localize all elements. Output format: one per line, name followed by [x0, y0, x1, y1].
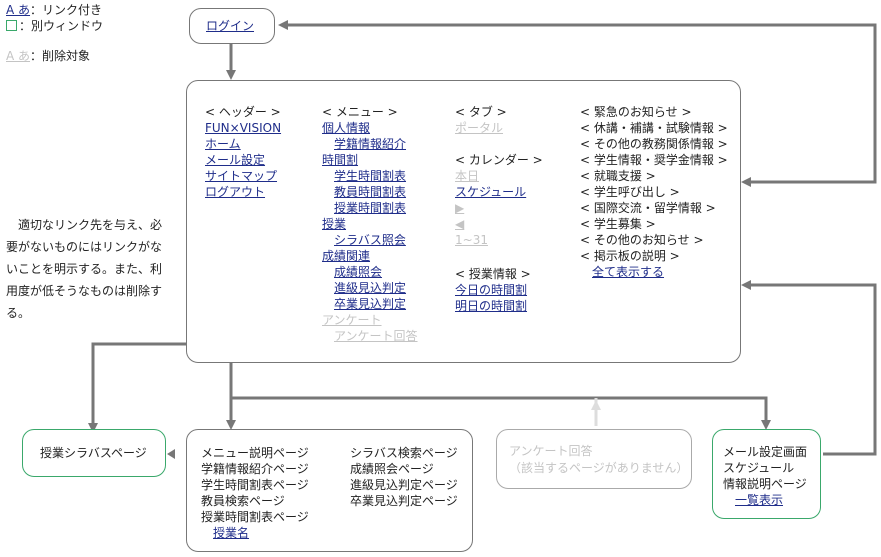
- header-link-3[interactable]: サイトマップ: [205, 169, 278, 183]
- mail-item-0: メール設定画面: [723, 445, 808, 459]
- arrowhead-news-top: [741, 177, 751, 187]
- calendar-items: 本日スケジュール ▶ ◀ 1~31: [455, 168, 543, 248]
- menu-item-7[interactable]: シラバス照会: [334, 233, 406, 247]
- legend-delete-desc: ：削除対象: [30, 49, 91, 63]
- calendar-item-0[interactable]: 本日: [455, 169, 480, 183]
- connector-main-bottom: [229, 362, 768, 426]
- survey-node: アンケート回答 （該当するページがありません）: [496, 429, 692, 489]
- mail-item-1: スケジュール: [723, 461, 795, 475]
- connector-main-syllabus: [91, 342, 190, 429]
- menu-item-9[interactable]: 成績照会: [334, 265, 383, 279]
- list-view-link[interactable]: 一覧表示: [735, 493, 784, 507]
- news-category-4: < 学生呼び出し >: [580, 185, 680, 199]
- login-link[interactable]: ログイン: [206, 19, 255, 33]
- menu-item-5[interactable]: 授業時間割表: [334, 201, 407, 215]
- news-category-0: < 休講・補講・試験情報 >: [580, 121, 728, 135]
- menu-item-10[interactable]: 進級見込判定: [334, 281, 407, 295]
- menu-item-0[interactable]: 個人情報: [322, 121, 371, 135]
- header-section: < ヘッダー > FUN×VISION ホームメール設定サイトマップログアウト: [205, 104, 281, 200]
- mail-list: メール設定画面スケジュール情報説明ページ 一覧表示: [723, 444, 807, 508]
- mail-settings-node: メール設定画面スケジュール情報説明ページ 一覧表示: [712, 429, 821, 519]
- class-info-title: < 授業情報 >: [455, 267, 531, 281]
- arrowhead-syllabus-right: [167, 449, 175, 459]
- login-node[interactable]: ログイン: [189, 8, 275, 44]
- legend-delete: A あ：削除対象: [6, 48, 90, 64]
- survey-title: アンケート回答: [509, 444, 593, 458]
- news-category-8: < 掲示板の説明 >: [580, 249, 680, 263]
- page-right-3: 卒業見込判定ページ: [350, 494, 458, 508]
- pages-right-list: シラバス検索ページ成績照会ページ進級見込判定ページ卒業見込判定ページ: [350, 445, 458, 509]
- legend-link-desc: ：リンク付き: [30, 3, 103, 17]
- arrowhead-survey: [591, 400, 601, 410]
- page-right-2: 進級見込判定ページ: [350, 478, 458, 492]
- class-name-link[interactable]: 授業名: [213, 526, 250, 540]
- header-link-2[interactable]: メール設定: [205, 153, 266, 167]
- page-left-2: 学生時間割表ページ: [201, 478, 309, 492]
- news-items: < 休講・補講・試験情報 > < その他の教務関係情報 > < 学生情報・奨学金情報…: [580, 120, 728, 264]
- tab-title: < タブ >: [455, 105, 507, 119]
- menu-section: < メニュー > 個人情報学籍情報紹介時間割学生時間割表教員時間割表授業時間割表…: [322, 104, 418, 344]
- news-category-6: < 学生募集 >: [580, 217, 656, 231]
- menu-title: < メニュー >: [322, 105, 398, 119]
- menu-item-12[interactable]: アンケート: [322, 313, 382, 327]
- tomorrow-timetable-link[interactable]: 明日の時間割: [455, 299, 528, 313]
- page-left-3: 教員検索ページ: [201, 494, 285, 508]
- page-left-0: メニュー説明ページ: [201, 446, 309, 460]
- tab-section: < タブ > ポータル: [455, 104, 507, 136]
- header-title: < ヘッダー >: [205, 105, 281, 119]
- calendar-section: < カレンダー > 本日スケジュール ▶ ◀ 1~31: [455, 152, 543, 248]
- syllabus-page-node[interactable]: 授業シラバスページ: [22, 429, 166, 477]
- page-right-1: 成績照会ページ: [350, 462, 434, 476]
- calendar-item-3[interactable]: ◀: [455, 217, 465, 231]
- survey-note: （該当するページがありません）: [509, 461, 689, 475]
- arrowhead-login: [278, 20, 288, 30]
- menu-item-3[interactable]: 学生時間割表: [334, 169, 407, 183]
- tab-portal[interactable]: ポータル: [455, 121, 504, 135]
- news-category-1: < その他の教務関係情報 >: [580, 137, 728, 151]
- header-link-0[interactable]: FUN×VISION: [205, 121, 282, 135]
- menu-item-2[interactable]: 時間割: [322, 153, 359, 167]
- pages-node: メニュー説明ページ学籍情報紹介ページ学生時間割表ページ教員検索ページ授業時間割表…: [186, 429, 473, 552]
- show-all-link[interactable]: 全て表示する: [592, 265, 665, 279]
- legend-delete-sample: A あ: [6, 49, 31, 63]
- calendar-item-4[interactable]: 1~31: [455, 233, 488, 247]
- pages-left-list: メニュー説明ページ学籍情報紹介ページ学生時間割表ページ教員検索ページ授業時間割表…: [201, 445, 309, 541]
- menu-item-1[interactable]: 学籍情報紹介: [334, 137, 407, 151]
- calendar-item-1[interactable]: スケジュール: [455, 185, 527, 199]
- page-right-0: シラバス検索ページ: [350, 446, 458, 460]
- menu-item-13[interactable]: アンケート回答: [334, 329, 418, 343]
- arrowhead-news-bottom: [741, 280, 751, 290]
- legend-link: A あ：リンク付き: [6, 2, 102, 18]
- menu-item-4[interactable]: 教員時間割表: [334, 185, 407, 199]
- news-title: < 緊急のお知らせ >: [580, 105, 692, 119]
- explanation-note: 適切なリンク先を与え、必要がないものにはリンクがないことを明示する。また、利用度…: [6, 218, 163, 320]
- menu-item-11[interactable]: 卒業見込判定: [334, 297, 407, 311]
- news-category-3: < 就職支援 >: [580, 169, 656, 183]
- news-category-5: < 国際交流・留学情報 >: [580, 201, 716, 215]
- menu-items: 個人情報学籍情報紹介時間割学生時間割表教員時間割表授業時間割表授業シラバス照会成…: [322, 120, 418, 344]
- legend-window-desc: ：別ウィンドウ: [19, 19, 104, 33]
- calendar-item-2[interactable]: ▶: [455, 201, 465, 215]
- header-link-1[interactable]: ホーム: [205, 137, 241, 151]
- page-left-1: 学籍情報紹介ページ: [201, 462, 309, 476]
- arrowhead-main: [226, 70, 236, 80]
- class-info-section: < 授業情報 > 今日の時間割 明日の時間割: [455, 266, 531, 314]
- menu-item-8[interactable]: 成績関連: [322, 249, 371, 263]
- page-left-4: 授業時間割表ページ: [201, 510, 309, 524]
- mail-item-2: 情報説明ページ: [723, 477, 807, 491]
- legend-window: ：別ウィンドウ: [6, 18, 103, 34]
- today-timetable-link[interactable]: 今日の時間割: [455, 283, 528, 297]
- header-link-4[interactable]: ログアウト: [205, 185, 266, 199]
- legend-link-sample: A あ: [6, 3, 31, 17]
- header-items: FUN×VISION ホームメール設定サイトマップログアウト: [205, 120, 281, 200]
- calendar-title: < カレンダー >: [455, 153, 543, 167]
- window-square-icon: [6, 20, 17, 31]
- news-category-2: < 学生情報・奨学金情報 >: [580, 153, 728, 167]
- menu-item-6[interactable]: 授業: [322, 217, 347, 231]
- syllabus-page-label: 授業シラバスページ: [40, 446, 147, 460]
- news-section: < 緊急のお知らせ > < 休講・補講・試験情報 > < その他の教務関係情報 >…: [580, 104, 728, 280]
- main-page-node: < ヘッダー > FUN×VISION ホームメール設定サイトマップログアウト <…: [186, 80, 741, 363]
- news-category-7: < その他のお知らせ >: [580, 233, 704, 247]
